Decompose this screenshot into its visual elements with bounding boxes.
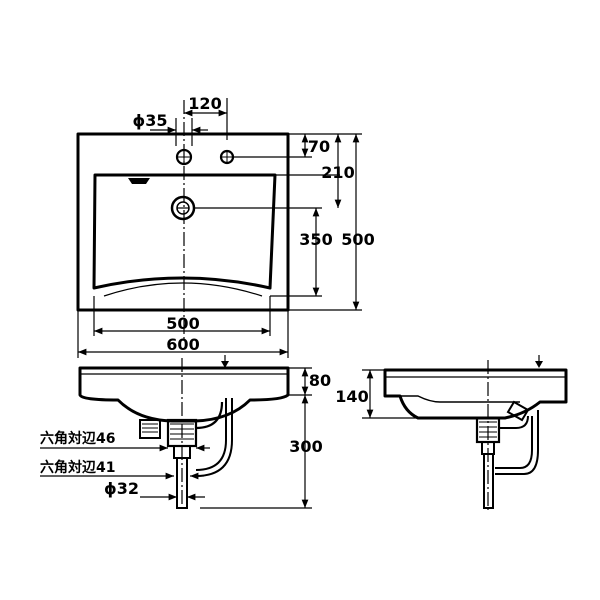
side-outline	[383, 368, 568, 420]
dim-total-depth: 500	[341, 230, 374, 249]
secondary-hole	[219, 149, 235, 165]
basin-top-outline	[76, 132, 290, 312]
dim-top-to-hole: 70	[308, 137, 330, 156]
dim-total-width: 600	[166, 335, 199, 354]
front-view: 80 300 六角対辺46 六角対辺41 ϕ32	[40, 355, 331, 510]
top-view: 120 ϕ35 70 210 350 500 500 6	[76, 94, 375, 358]
dim-hole-offset: 120	[188, 94, 221, 113]
dim-hex-46: 六角対辺46	[40, 430, 115, 447]
front-rim-outline	[78, 366, 290, 423]
side-trap	[475, 400, 539, 509]
dim-rim-height: 80	[309, 371, 331, 390]
dim-bowl-width: 500	[166, 314, 199, 333]
dim-hole-diameter: ϕ35	[132, 111, 167, 130]
bowl-inner-curve	[103, 282, 263, 297]
bowl-outline	[92, 173, 277, 290]
dim-trap-drop: 300	[289, 437, 322, 456]
overflow-slot	[128, 178, 150, 184]
dim-top-to-drain: 210	[321, 163, 354, 182]
drain-outlet	[170, 195, 196, 221]
dim-side-height: 140	[335, 387, 368, 406]
dim-pipe-diameter: ϕ32	[104, 479, 139, 498]
side-view: 140	[335, 355, 568, 510]
front-trap	[139, 398, 233, 509]
dim-hex-41: 六角対辺41	[40, 459, 115, 476]
dim-bowl-depth: 350	[299, 230, 332, 249]
